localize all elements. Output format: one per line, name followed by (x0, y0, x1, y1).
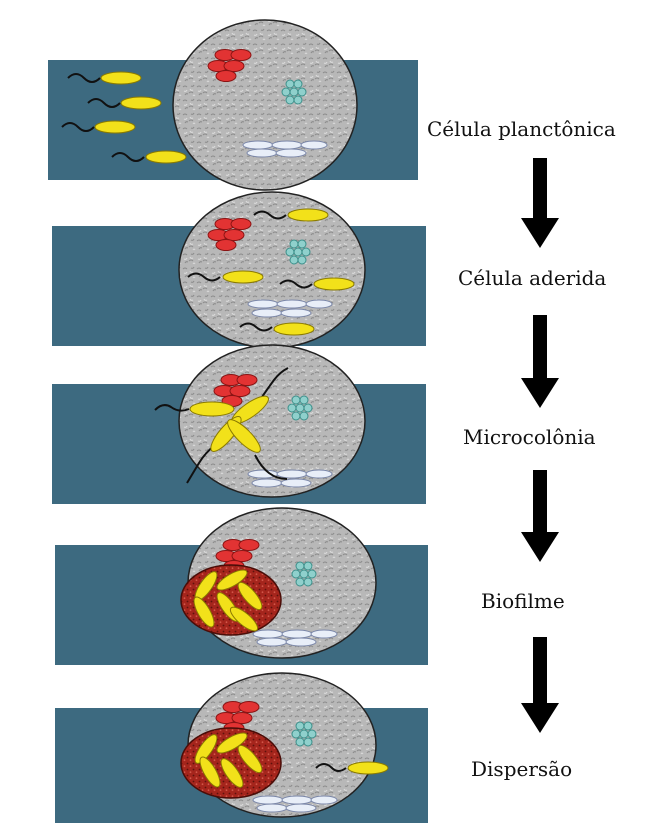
stage-3-microcolony-panel (52, 345, 426, 504)
down-arrow-icon (521, 315, 559, 408)
teal-cell-cluster (288, 396, 312, 420)
stage-4-biofilm-panel (55, 508, 428, 665)
teal-cell-cluster (292, 562, 316, 586)
biofilm-matrix (181, 565, 281, 635)
teal-cell-cluster (286, 240, 310, 264)
teal-cell-cluster (282, 80, 306, 104)
stage-label-attached: Célula aderida (458, 266, 606, 290)
stage-1-planktonic-panel (48, 20, 418, 190)
stage-label-biofilm: Biofilme (481, 589, 565, 613)
biofilm-matrix (181, 728, 281, 798)
stage-label-microcolony: Microcolônia (463, 425, 596, 449)
teal-cell-cluster (292, 722, 316, 746)
surface-disc (173, 20, 357, 190)
down-arrow-icon (521, 470, 559, 562)
stage-label-planktonic: Célula planctônica (427, 117, 616, 141)
down-arrow-icon (521, 158, 559, 248)
down-arrow-icon (521, 637, 559, 733)
stage-5-dispersal-panel (55, 673, 428, 823)
stage-label-dispersal: Dispersão (471, 757, 572, 781)
stage-2-attached-panel (52, 192, 426, 348)
